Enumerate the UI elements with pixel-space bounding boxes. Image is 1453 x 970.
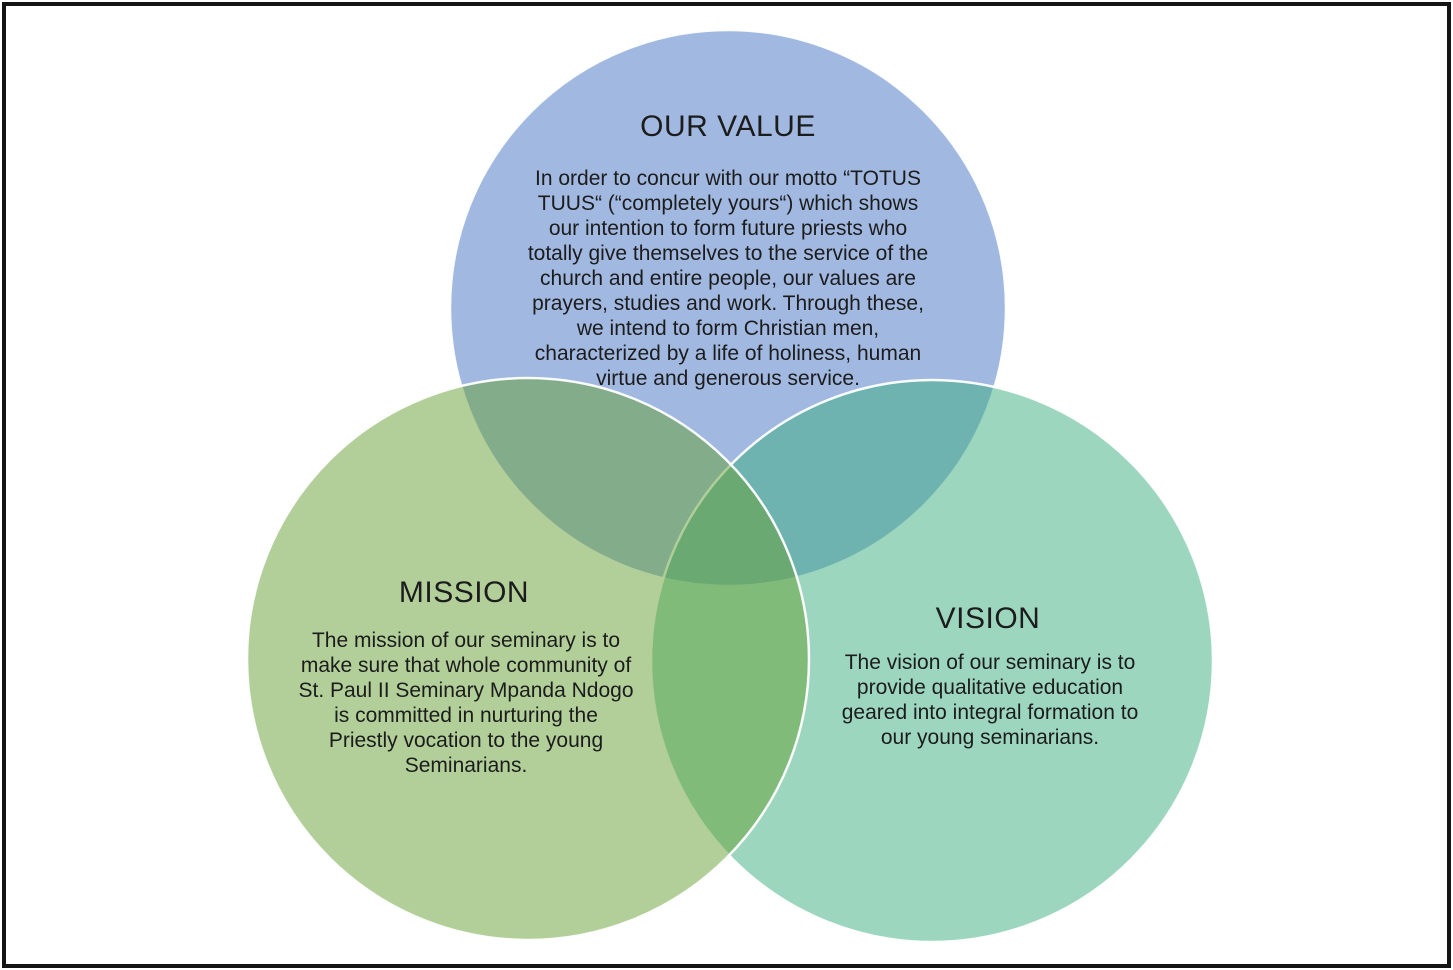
mission-circle	[245, 376, 811, 942]
value-title-text: OUR VALUE	[640, 110, 816, 143]
mission-body: The mission of our seminary is to make s…	[298, 629, 634, 777]
mission-title: MISSION	[314, 575, 614, 611]
vision-body: The vision of our seminary is to provide…	[841, 651, 1139, 749]
vision-title: VISION	[838, 601, 1138, 637]
vision-title-text: VISION	[935, 602, 1041, 635]
value-body: In order to concur with our motto “TOTUS…	[527, 167, 929, 390]
mission-title-text: MISSION	[398, 576, 530, 609]
value-title: OUR VALUE	[478, 109, 978, 145]
